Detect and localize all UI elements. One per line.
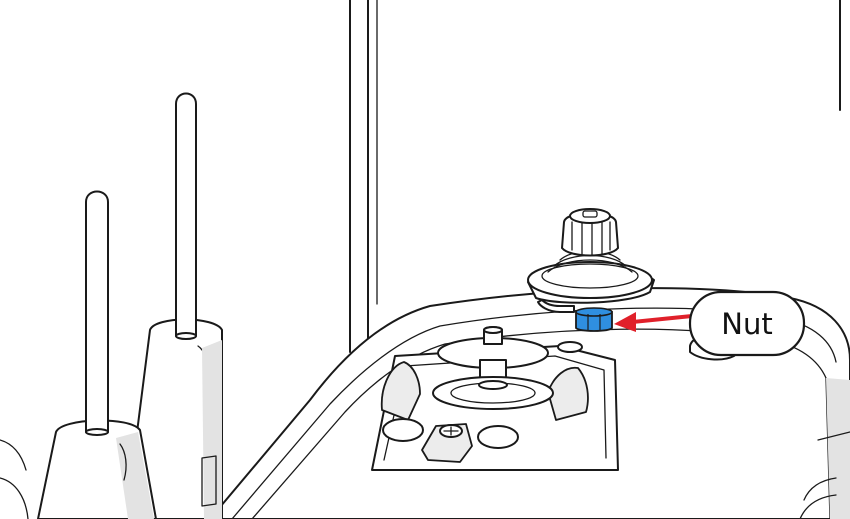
nut-label: Nut: [721, 307, 772, 341]
highlighted-nut: [576, 308, 612, 331]
machine-left-edge: [0, 440, 28, 519]
thread-spool-pin-front: [38, 192, 156, 519]
nut-callout: Nut: [690, 292, 804, 355]
tension-disc: [528, 209, 654, 312]
